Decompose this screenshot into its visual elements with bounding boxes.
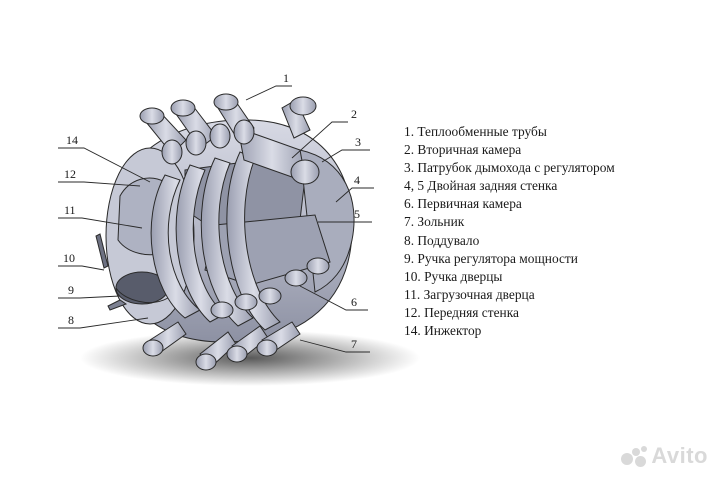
callout-5: 5 xyxy=(354,207,360,221)
legend-item: 11. Загрузочная дверца xyxy=(404,286,535,302)
legend-item: 12. Передняя стенка xyxy=(404,304,519,320)
heat-exchange-tubes xyxy=(139,93,330,371)
avito-dots-logo-icon xyxy=(621,445,649,467)
legend-item: 3. Патрубок дымохода с регулятором xyxy=(404,160,615,176)
legend-item: 4, 5 Двойная задняя стенка xyxy=(404,178,558,194)
legend-item: 14. Инжектор xyxy=(404,323,482,339)
legend-item: 6. Первичная камера xyxy=(404,196,522,212)
callout-10: 10 xyxy=(63,251,75,265)
callout-14: 14 xyxy=(66,133,78,147)
callout-9: 9 xyxy=(68,283,74,297)
watermark-text: Avito xyxy=(651,443,708,468)
parts-legend: 1. Теплообменные трубы 2. Вторичная каме… xyxy=(404,123,615,340)
callout-11: 11 xyxy=(64,203,76,217)
callout-8: 8 xyxy=(68,313,74,327)
callout-4: 4 xyxy=(354,173,360,187)
legend-item: 1. Теплообменные трубы xyxy=(404,124,547,139)
callout-2: 2 xyxy=(351,107,357,121)
callout-3: 3 xyxy=(355,135,361,149)
leader-lines xyxy=(58,85,374,353)
legend-item: 10. Ручка дверцы xyxy=(404,268,503,284)
callout-6: 6 xyxy=(351,295,357,309)
callouts: 1 2 3 4 5 6 7 8 9 10 11 12 14 xyxy=(63,71,361,351)
callout-12: 12 xyxy=(64,167,76,181)
legend-item: 7. Зольник xyxy=(404,214,465,230)
legend-item: 2. Вторичная камера xyxy=(404,142,522,158)
callout-1: 1 xyxy=(283,71,289,85)
avito-watermark: Avito xyxy=(621,443,708,469)
legend-item: 8. Поддувало xyxy=(404,232,480,248)
callout-7: 7 xyxy=(351,337,357,351)
legend-item: 9. Ручка регулятора мощности xyxy=(404,250,578,266)
